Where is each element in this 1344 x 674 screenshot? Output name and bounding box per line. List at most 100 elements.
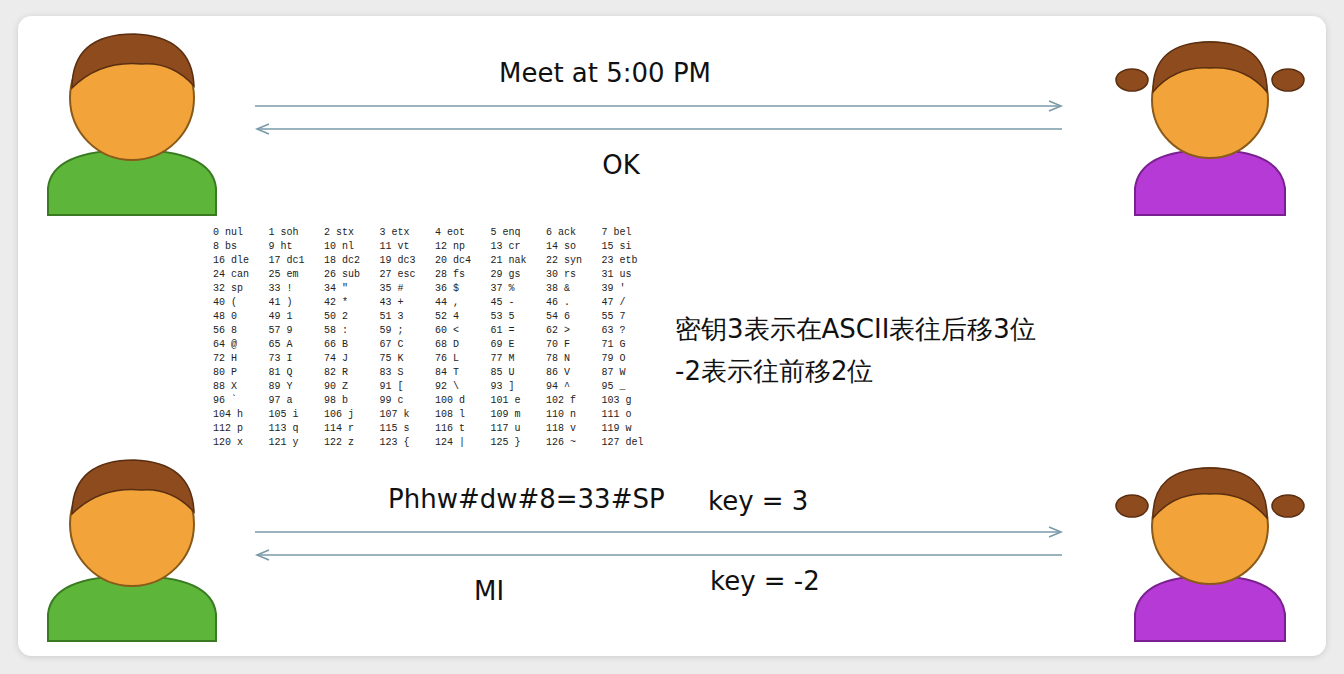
ascii-cell: 15 si [602,242,632,252]
ascii-cell: 120 x [213,438,243,448]
ascii-cell: 111 o [602,410,632,420]
ascii-cell: 5 enq [491,228,521,238]
ascii-cell: 106 j [324,410,354,420]
ascii-cell: 26 sub [324,270,360,280]
ascii-cell: 51 3 [380,312,404,322]
ascii-cell: 117 u [491,424,521,434]
ascii-cell: 60 < [435,326,459,336]
ascii-cell: 102 f [546,396,576,406]
ascii-cell: 13 cr [491,242,521,252]
ascii-cell: 57 9 [269,326,293,336]
ascii-cell: 33 ! [269,284,293,294]
ascii-cell: 50 2 [324,312,348,322]
ascii-cell: 72 H [213,354,237,364]
ascii-cell: 61 = [491,326,515,336]
ascii-cell: 77 M [491,354,515,364]
ascii-cell: 91 [ [380,382,404,392]
ascii-cell: 44 , [435,298,459,308]
ascii-cell: 109 m [491,410,521,420]
ascii-cell: 84 T [435,368,459,378]
ascii-cell: 32 sp [213,284,243,294]
ascii-cell: 88 X [213,382,237,392]
ascii-cell: 48 0 [213,312,237,322]
ascii-cell: 100 d [435,396,465,406]
ascii-cell: 107 k [380,410,410,420]
ascii-cell: 96 ` [213,396,237,406]
message-text: OK [602,152,640,178]
ascii-cell: 36 $ [435,284,459,294]
ascii-cell: 24 can [213,270,249,280]
ascii-cell: 19 dc3 [380,256,416,266]
ascii-cell: 81 Q [269,368,293,378]
ascii-cell: 43 + [380,298,404,308]
ascii-cell: 85 U [491,368,515,378]
ascii-cell: 10 nl [324,242,354,252]
ascii-cell: 97 a [269,396,293,406]
ascii-cell: 104 h [213,410,243,420]
ascii-cell: 80 P [213,368,237,378]
ascii-cell: 98 b [324,396,348,406]
ascii-cell: 53 5 [491,312,515,322]
cipher-text: MI [474,578,504,604]
ascii-cell: 127 del [602,438,644,448]
ascii-cell: 16 dle [213,256,249,266]
ascii-cell: 124 | [435,438,465,448]
note-text: -2表示往前移2位 [675,358,873,384]
ascii-cell: 45 - [491,298,515,308]
ascii-cell: 14 so [546,242,576,252]
ascii-cell: 35 # [380,284,404,294]
ascii-cell: 52 4 [435,312,459,322]
ascii-cell: 64 @ [213,340,237,350]
ascii-cell: 115 s [380,424,410,434]
ascii-cell: 25 em [269,270,299,280]
ascii-cell: 37 % [491,284,515,294]
ascii-cell: 2 stx [324,228,354,238]
ascii-cell: 123 { [380,438,410,448]
ascii-cell: 55 7 [602,312,626,322]
ascii-cell: 42 * [324,298,348,308]
ascii-cell: 12 np [435,242,465,252]
ascii-cell: 112 p [213,424,243,434]
ascii-cell: 41 ) [269,298,293,308]
ascii-cell: 23 etb [602,256,638,266]
ascii-cell: 56 8 [213,326,237,336]
ascii-cell: 54 6 [546,312,570,322]
ascii-cell: 79 O [602,354,626,364]
ascii-cell: 125 } [491,438,521,448]
ascii-cell: 70 F [546,340,570,350]
ascii-cell: 87 W [602,368,626,378]
ascii-cell: 92 \ [435,382,459,392]
ascii-cell: 63 ? [602,326,626,336]
ascii-cell: 29 gs [491,270,521,280]
ascii-cell: 83 S [380,368,404,378]
ascii-cell: 18 dc2 [324,256,360,266]
ascii-cell: 99 c [380,396,404,406]
key-label: key = -2 [710,568,820,594]
ascii-cell: 4 eot [435,228,465,238]
note-text: 密钥3表示在ASCII表往后移3位 [675,316,1036,342]
ascii-cell: 62 > [546,326,570,336]
key-label: key = 3 [708,488,808,514]
ascii-cell: 114 r [324,424,354,434]
ascii-cell: 89 Y [269,382,293,392]
ascii-cell: 9 ht [269,242,293,252]
ascii-cell: 86 V [546,368,570,378]
ascii-cell: 103 g [602,396,632,406]
ascii-cell: 71 G [602,340,626,350]
ascii-cell: 34 " [324,284,348,294]
ascii-cell: 39 ' [602,284,626,294]
ascii-cell: 1 soh [269,228,299,238]
ascii-cell: 74 J [324,354,348,364]
ascii-cell: 121 y [269,438,299,448]
ascii-cell: 27 esc [380,270,416,280]
ascii-cell: 28 fs [435,270,465,280]
ascii-cell: 122 z [324,438,354,448]
ascii-cell: 30 rs [546,270,576,280]
message-text: Meet at 5:00 PM [499,60,711,86]
ascii-cell: 95 _ [602,382,626,392]
cipher-text: Phhw#dw#8=33#SP [388,486,665,512]
ascii-cell: 110 n [546,410,576,420]
ascii-cell: 113 q [269,424,299,434]
ascii-cell: 38 & [546,284,570,294]
